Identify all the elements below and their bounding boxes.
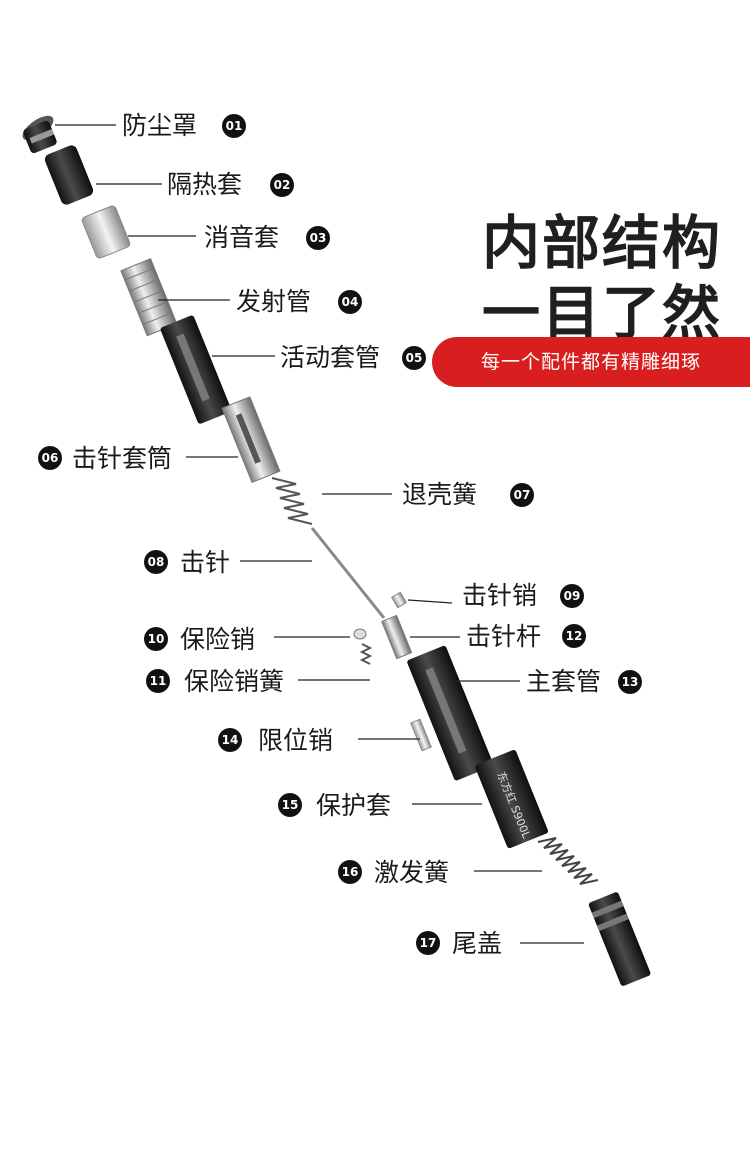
headline-line-1: 内部结构 <box>481 209 722 277</box>
number-badge <box>144 550 168 574</box>
svg-text:12: 12 <box>566 629 583 643</box>
part-name: 消音套 <box>204 223 279 252</box>
part-08-firing-pin <box>310 527 386 619</box>
number-badge <box>338 290 362 314</box>
red-banner: 每一个配件都有精雕细琢 <box>432 337 750 387</box>
number-badge <box>402 346 426 370</box>
label-part-17: 17 尾盖 <box>416 929 502 958</box>
svg-text:10: 10 <box>148 632 165 646</box>
number-badge <box>146 669 170 693</box>
part-13-main-tube <box>407 645 494 781</box>
svg-text:06: 06 <box>42 451 59 465</box>
part-name: 发射管 <box>236 287 311 316</box>
label-part-13: 主套管 13 <box>526 667 642 696</box>
label-part-07: 退壳簧 07 <box>402 480 534 509</box>
part-17-tail-cap <box>588 892 651 986</box>
label-part-09: 击针销 09 <box>462 581 584 610</box>
label-part-12: 击针杆 12 <box>466 622 586 651</box>
part-name: 击针销 <box>462 581 537 610</box>
part-03-muffler <box>81 205 131 259</box>
part-name: 尾盖 <box>452 929 502 958</box>
headline-line-2: 一目了然 <box>481 279 722 347</box>
label-part-11: 11 保险销簧 <box>146 667 284 696</box>
part-name: 防尘罩 <box>122 111 197 140</box>
part-name: 主套管 <box>526 667 601 696</box>
svg-text:14: 14 <box>222 733 239 747</box>
part-06-pin-sleeve <box>221 396 281 483</box>
label-part-04: 发射管 04 <box>236 287 362 316</box>
part-15-protective-sleeve: 东方红 S900L <box>475 750 548 849</box>
part-09-pin-pin <box>390 591 408 609</box>
part-10-safety-pin <box>353 628 367 640</box>
svg-text:05: 05 <box>406 351 423 365</box>
part-name: 激发簧 <box>374 858 449 887</box>
number-badge <box>218 728 242 752</box>
number-badge <box>416 931 440 955</box>
label-part-02: 隔热套 02 <box>167 170 294 199</box>
number-badge <box>562 624 586 648</box>
part-name: 击针 <box>180 548 230 577</box>
part-07-ejector-spring <box>271 477 313 525</box>
part-04-launch-tube <box>120 258 178 337</box>
label-part-10: 10 保险销 <box>144 625 255 654</box>
number-badge <box>270 173 294 197</box>
number-badge <box>510 483 534 507</box>
part-12-pin-rod <box>381 614 413 660</box>
part-16-firing-spring <box>537 837 599 885</box>
label-part-05: 活动套管 05 <box>280 343 426 372</box>
number-badge <box>144 627 168 651</box>
leader-lines <box>55 124 584 944</box>
svg-text:13: 13 <box>622 675 639 689</box>
svg-text:07: 07 <box>514 488 531 502</box>
number-badge <box>560 584 584 608</box>
svg-text:17: 17 <box>420 936 437 950</box>
part-name: 限位销 <box>258 726 333 755</box>
svg-text:01: 01 <box>226 119 243 133</box>
label-part-03: 消音套 03 <box>204 223 330 252</box>
label-part-06: 06 击针套筒 <box>38 444 172 473</box>
svg-text:04: 04 <box>342 295 359 309</box>
part-name: 退壳簧 <box>402 480 477 509</box>
part-name: 活动套管 <box>280 343 380 372</box>
svg-text:08: 08 <box>148 555 165 569</box>
number-badge <box>338 860 362 884</box>
svg-text:09: 09 <box>564 589 581 603</box>
part-05-sliding-sleeve <box>160 315 232 424</box>
part-01-dust-cover <box>22 115 57 154</box>
svg-text:11: 11 <box>150 674 167 688</box>
part-14-limit-pin <box>410 718 432 752</box>
label-part-01: 防尘罩 01 <box>122 111 246 140</box>
svg-text:15: 15 <box>282 798 299 812</box>
number-badge <box>38 446 62 470</box>
part-02-heat-sleeve <box>44 145 94 205</box>
part-name: 击针杆 <box>466 622 541 651</box>
number-badge <box>278 793 302 817</box>
number-badge <box>306 226 330 250</box>
part-name: 保护套 <box>316 791 391 820</box>
part-name: 保险销簧 <box>184 667 284 696</box>
number-badge <box>618 670 642 694</box>
label-part-16: 16 激发簧 <box>338 858 449 887</box>
svg-text:03: 03 <box>310 231 327 245</box>
part-name: 保险销 <box>180 625 255 654</box>
part-name: 隔热套 <box>167 170 242 199</box>
part-name: 击针套筒 <box>72 444 172 473</box>
part-11-safety-spring <box>359 643 373 665</box>
label-part-15: 15 保护套 <box>278 791 391 820</box>
number-badge <box>222 114 246 138</box>
svg-text:16: 16 <box>342 865 359 879</box>
label-part-14: 14 限位销 <box>218 726 333 755</box>
label-part-08: 08 击针 <box>144 548 230 577</box>
svg-text:02: 02 <box>274 178 291 192</box>
